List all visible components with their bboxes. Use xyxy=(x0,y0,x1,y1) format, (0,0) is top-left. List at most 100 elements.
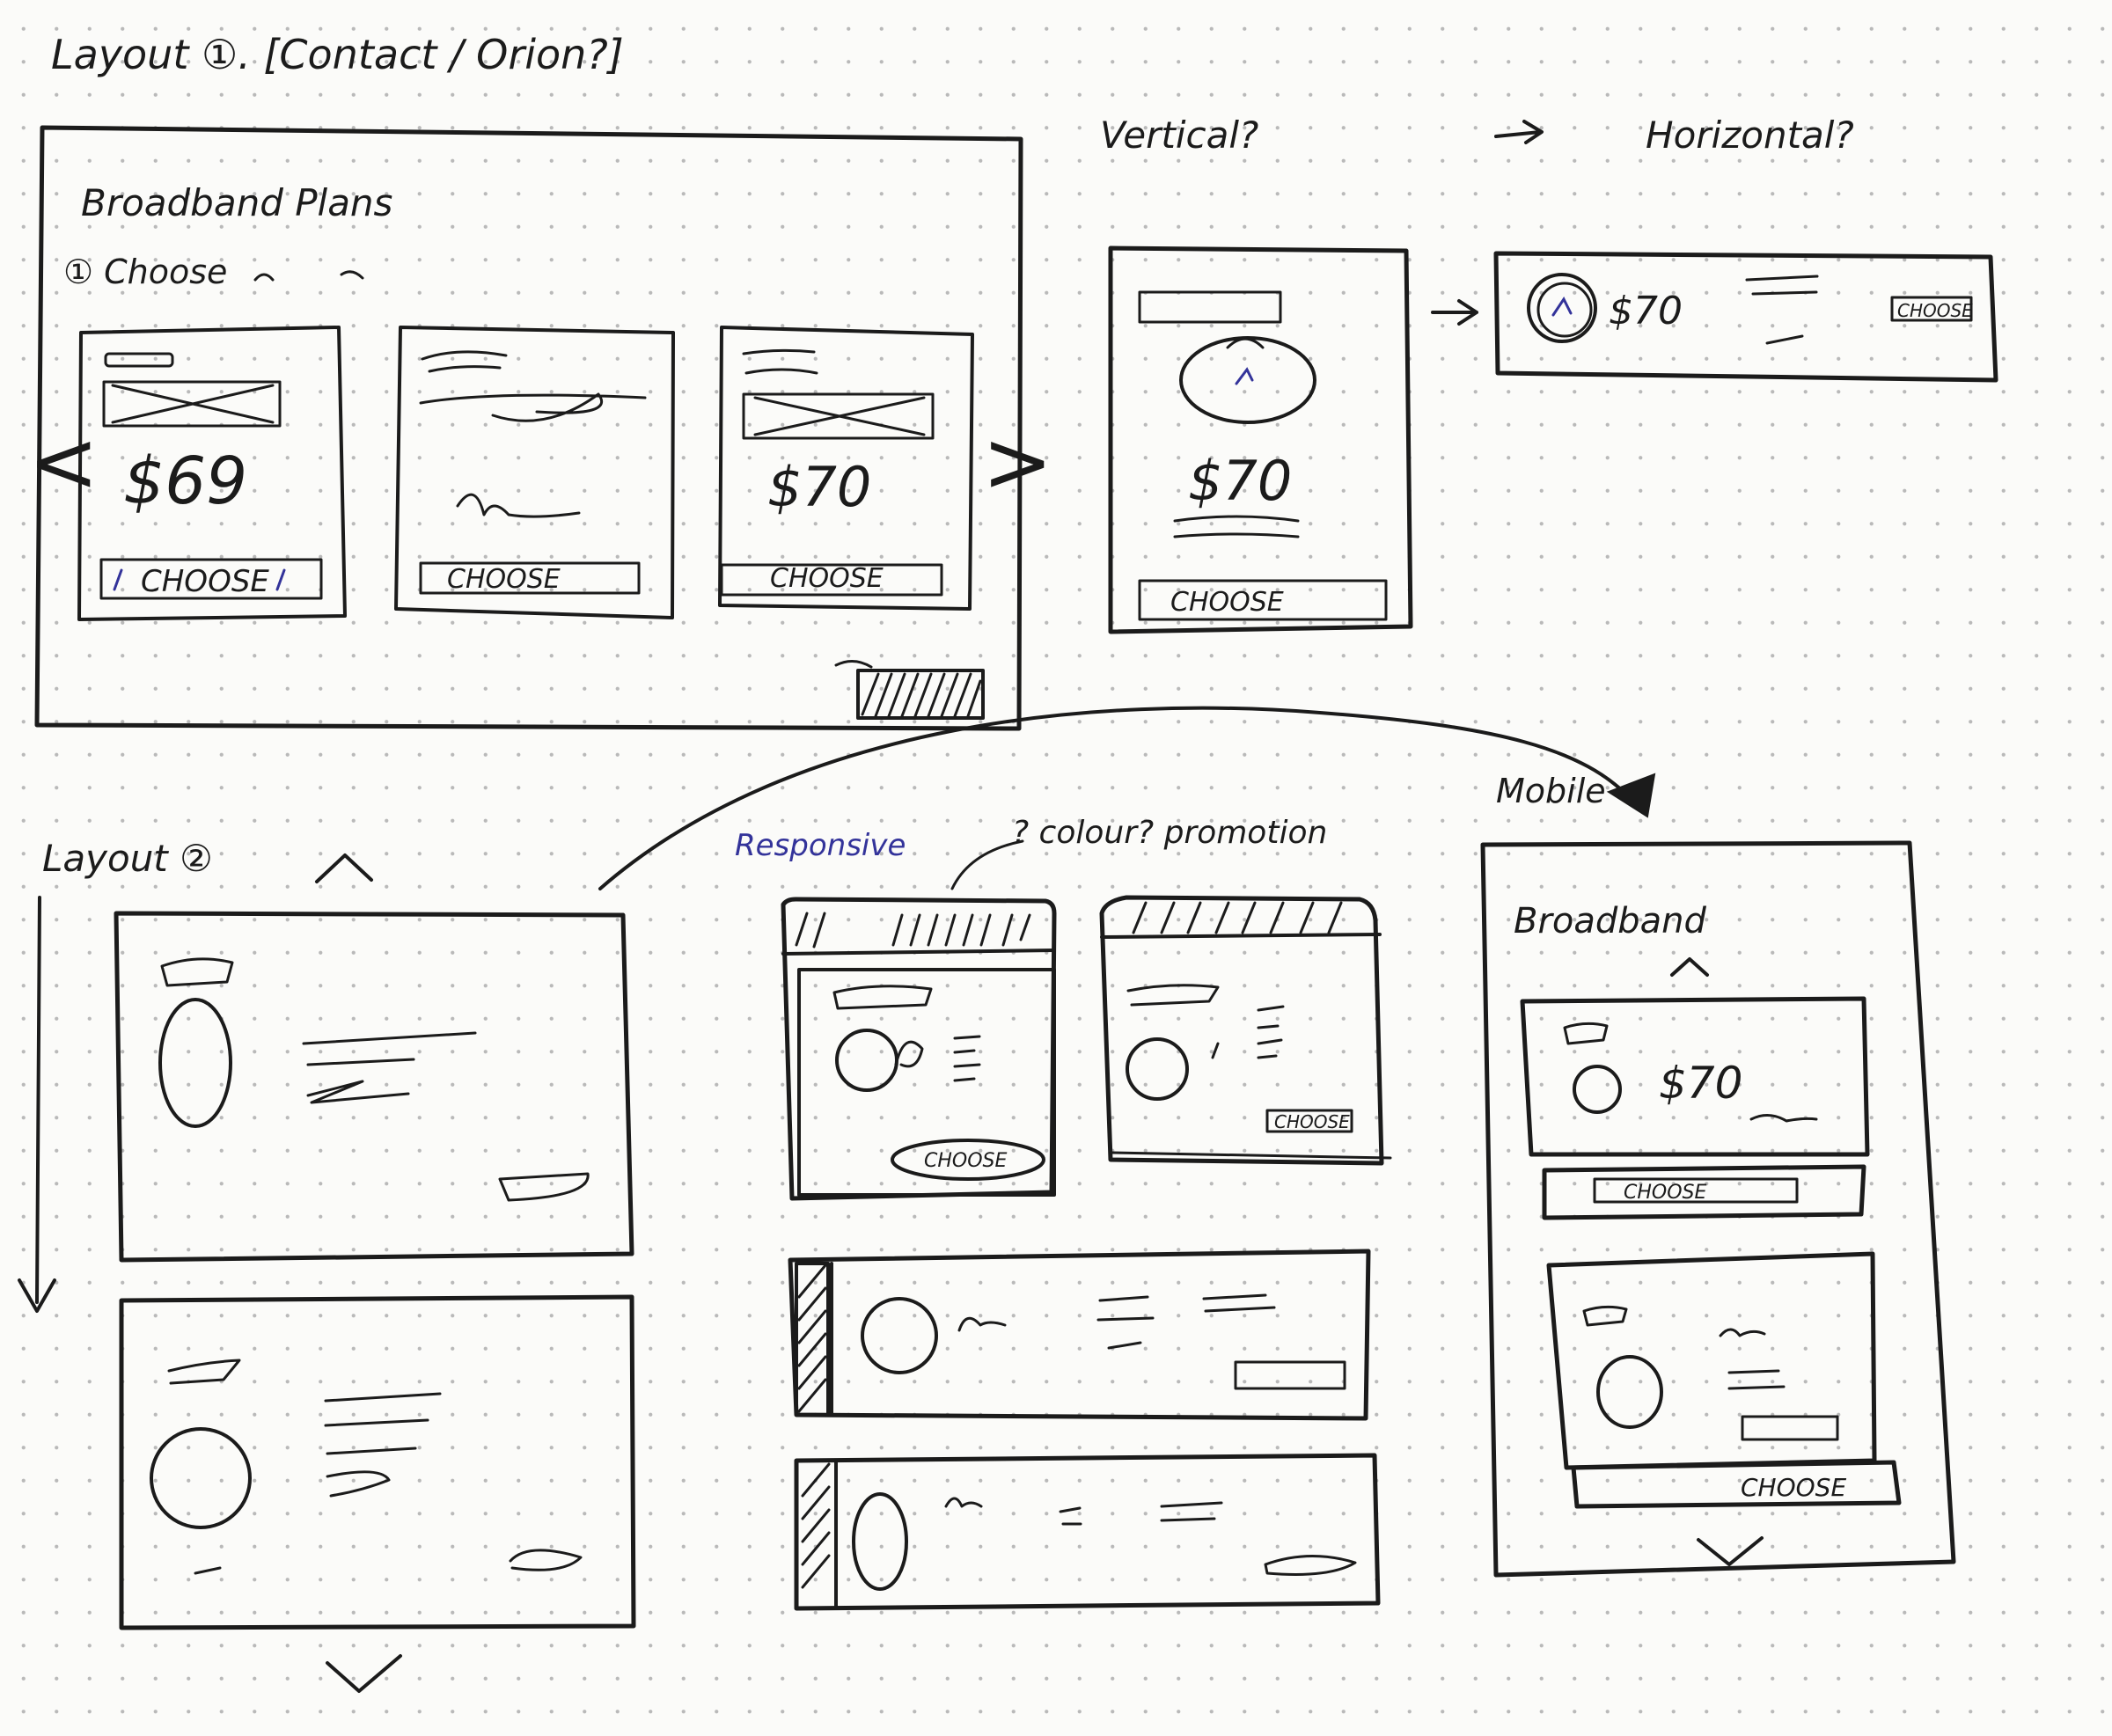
mobile-frame-border xyxy=(1480,840,1956,1578)
vertical-card-choose-button[interactable] xyxy=(1138,579,1388,621)
responsive-card-border xyxy=(781,897,1057,1201)
image-cross xyxy=(753,396,926,436)
responsive-row-border xyxy=(788,1249,1371,1421)
responsive-card-label xyxy=(832,985,933,1010)
horizontal-card-choose-button[interactable] xyxy=(1890,296,1973,322)
promo-band-divider xyxy=(1100,933,1382,939)
scribble-note xyxy=(253,270,364,282)
mobile-card-choose-button[interactable] xyxy=(1571,1460,1902,1509)
horizontal-card: $70 CHOOSE xyxy=(1493,251,1998,383)
chevron-down-icon[interactable] xyxy=(326,1654,402,1693)
responsive-card-icon xyxy=(835,1029,898,1092)
icon-accent xyxy=(1235,367,1254,385)
responsive-card: CHOOSE xyxy=(1099,895,1392,1166)
horizontal-label: Horizontal? xyxy=(1646,114,1854,157)
responsive-row-border xyxy=(794,1453,1381,1611)
responsive-label: Responsive xyxy=(735,828,906,863)
horizontal-card-price: $70 xyxy=(1609,289,1683,333)
choose-button[interactable] xyxy=(99,558,323,600)
layout2-card-icon xyxy=(150,1427,252,1529)
layout2-up-arrow: ^ xyxy=(268,854,283,875)
layout2-card-footer xyxy=(194,1549,583,1575)
plan-price-scribble xyxy=(456,493,581,518)
mobile-card-price: $70 xyxy=(1659,1058,1742,1109)
mobile-card-choose-button[interactable] xyxy=(1542,1164,1866,1220)
vertical-card-icon xyxy=(1179,336,1316,424)
promo-strip xyxy=(795,1262,830,1417)
mobile-label: Mobile xyxy=(1496,772,1606,810)
mobile-up-arrow: ^ xyxy=(1725,954,1738,972)
responsive-row-icon xyxy=(861,1297,938,1374)
layout2-card-label xyxy=(167,1359,241,1385)
plan-price: $69 xyxy=(123,443,247,519)
responsive-row-button[interactable] xyxy=(1264,1554,1357,1576)
mobile-frame: Broadband ^ $70 CHOOSE CHOOSE v xyxy=(1480,840,1956,1578)
responsive-card-text-lines xyxy=(1211,1005,1285,1059)
responsive-row xyxy=(788,1249,1371,1421)
promo-band-divider xyxy=(781,949,1056,956)
icon-notch xyxy=(1226,337,1265,349)
carousel-prev-arrow[interactable]: < xyxy=(28,413,99,511)
promo-strip-hatch xyxy=(797,1264,827,1413)
mobile-card-secondary-button[interactable] xyxy=(1741,1415,1839,1441)
layout2-card-button[interactable] xyxy=(498,1172,590,1202)
promo-strip-hatch xyxy=(801,1462,831,1589)
chevron-up-icon[interactable] xyxy=(1670,957,1709,977)
colour-promotion-label: ? colour? promotion xyxy=(1012,815,1327,851)
responsive-card-choose-button[interactable] xyxy=(891,1139,1045,1181)
layout2-card xyxy=(119,1294,636,1630)
responsive-card-label xyxy=(1126,984,1220,1007)
responsive-row-text-lines xyxy=(944,1497,1223,1526)
layout2-card-text-lines xyxy=(324,1392,442,1498)
mobile-card-subtext xyxy=(1749,1114,1818,1123)
choose-button[interactable] xyxy=(720,563,943,597)
choose-button[interactable] xyxy=(419,561,641,595)
price-underline xyxy=(1173,515,1300,538)
button-accent-marks xyxy=(113,568,286,591)
arrow-right-icon xyxy=(1494,120,1544,144)
layout2-card xyxy=(114,911,634,1263)
mobile-card-label xyxy=(1563,1022,1609,1045)
plan-card: CHOOSE xyxy=(394,326,675,619)
vertical-label: Vertical? xyxy=(1100,114,1258,157)
plan-card: $69 CHOOSE xyxy=(77,326,347,621)
layout2-card-border xyxy=(119,1294,636,1630)
vertical-card-border xyxy=(1108,245,1413,634)
layout1-border xyxy=(34,125,1023,731)
hatched-block xyxy=(834,660,985,720)
arrow-right-icon xyxy=(1431,299,1478,326)
choose-label: CHOOSE xyxy=(1741,1473,1846,1502)
mobile-card: $70 CHOOSE xyxy=(1520,996,1870,1220)
responsive-row xyxy=(794,1453,1381,1611)
chevron-up-icon[interactable] xyxy=(315,853,373,883)
carousel-next-arrow[interactable]: > xyxy=(982,413,1052,511)
choose-label: CHOOSE xyxy=(141,564,269,599)
responsive-card-inner xyxy=(797,968,1056,1197)
responsive-card-border xyxy=(1099,895,1384,1166)
layout2-down-arrow: v xyxy=(414,1673,425,1694)
responsive-row-icon xyxy=(852,1492,908,1591)
responsive-card: CHOOSE xyxy=(781,897,1057,1201)
mobile-card-choose-inner xyxy=(1593,1177,1799,1204)
responsive-row-button[interactable] xyxy=(1234,1360,1346,1390)
plan-card-border xyxy=(394,326,675,619)
icon-accent xyxy=(1551,297,1573,317)
hatched-rect xyxy=(856,669,985,720)
mobile-heading: Broadband xyxy=(1514,901,1707,941)
scroll-down-arrow-icon xyxy=(18,896,56,1313)
choose-label: CHOOSE xyxy=(1274,1111,1350,1132)
layout1-heading: Broadband Plans xyxy=(81,181,392,224)
responsive-card-choose-button[interactable] xyxy=(1265,1109,1353,1133)
layout1-step: ① Choose xyxy=(63,253,227,291)
plan-card: $70 CHOOSE xyxy=(718,326,974,611)
annotation-leader-line xyxy=(950,839,1024,890)
choose-label: CHOOSE xyxy=(447,564,561,595)
layout2-card-text-lines xyxy=(302,1031,477,1104)
layout2-card-label xyxy=(160,957,234,987)
choose-label: CHOOSE xyxy=(1624,1182,1707,1204)
plan-card-border xyxy=(77,326,347,621)
mobile-card-icon xyxy=(1596,1355,1663,1429)
chevron-down-icon[interactable] xyxy=(1697,1536,1764,1566)
vertical-card-label xyxy=(1138,290,1282,324)
